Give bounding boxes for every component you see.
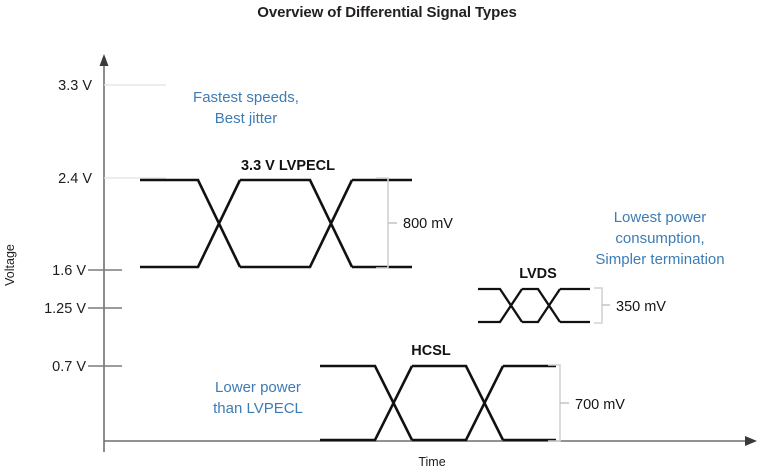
lvds-swing-label: 350 mV: [616, 299, 666, 315]
lvpecl-note-line-1: Fastest speeds,: [193, 89, 299, 106]
y-axis-title: Voltage: [3, 244, 17, 286]
lvds-swing-bracket: [594, 287, 603, 324]
lvds-trace-1: [478, 287, 523, 323]
hcsl-note-line-1: Lower power: [215, 379, 301, 396]
hcsl-signal-label: HCSL: [411, 343, 451, 359]
lvds-trace-2: [478, 288, 523, 324]
lvds-trace-3: [522, 287, 561, 323]
y-tick-label-2v4: 2.4 V: [58, 171, 92, 187]
lvpecl-trace-2: [140, 179, 242, 269]
lvds-trace-4: [522, 288, 561, 324]
hcsl-swing-label: 700 mV: [575, 397, 625, 413]
signal-group-lvds: Lowest power consumption, Simpler termin…: [478, 209, 725, 324]
hcsl-note-line-2: than LVPECL: [213, 400, 303, 417]
y-tick-label-0v7: 0.7 V: [52, 359, 86, 375]
lvpecl-trace-3: [240, 178, 354, 268]
y-tick-label-1v6: 1.6 V: [52, 263, 86, 279]
hcsl-trace-3: [412, 364, 505, 441]
lvds-note-line-3: Simpler termination: [595, 251, 724, 268]
lvpecl-note-line-2: Best jitter: [215, 110, 278, 127]
lvds-note-line-1: Lowest power: [614, 209, 707, 226]
hcsl-trace-2: [320, 365, 414, 442]
lvpecl-swing-bracket: [376, 177, 389, 269]
hcsl-trace-1: [320, 364, 414, 441]
hcsl-trace-4: [412, 365, 505, 442]
lvpecl-swing-label: 800 mV: [403, 216, 453, 232]
lvds-signal-label: LVDS: [519, 266, 557, 282]
y-tick-label-1v25: 1.25 V: [44, 301, 86, 317]
lvpecl-trace-4: [240, 179, 354, 269]
lvds-note-line-2: consumption,: [615, 230, 704, 247]
page-title: Overview of Differential Signal Types: [257, 4, 516, 21]
signal-group-lvpecl: Fastest speeds, Best jitter 3.3 V LVPECL…: [140, 89, 453, 269]
x-axis-title: Time: [418, 455, 445, 469]
y-tick-marks: [88, 84, 166, 367]
hcsl-swing-bracket: [548, 364, 561, 442]
lvpecl-trace-1: [140, 178, 242, 268]
y-tick-label-3v3: 3.3 V: [58, 78, 92, 94]
lvpecl-signal-label: 3.3 V LVPECL: [241, 158, 335, 174]
x-axis-arrow-icon: [745, 436, 757, 446]
y-axis-arrow-icon: [99, 54, 109, 66]
signal-group-hcsl: Lower power than LVPECL HCSL 700 mV: [213, 343, 625, 442]
